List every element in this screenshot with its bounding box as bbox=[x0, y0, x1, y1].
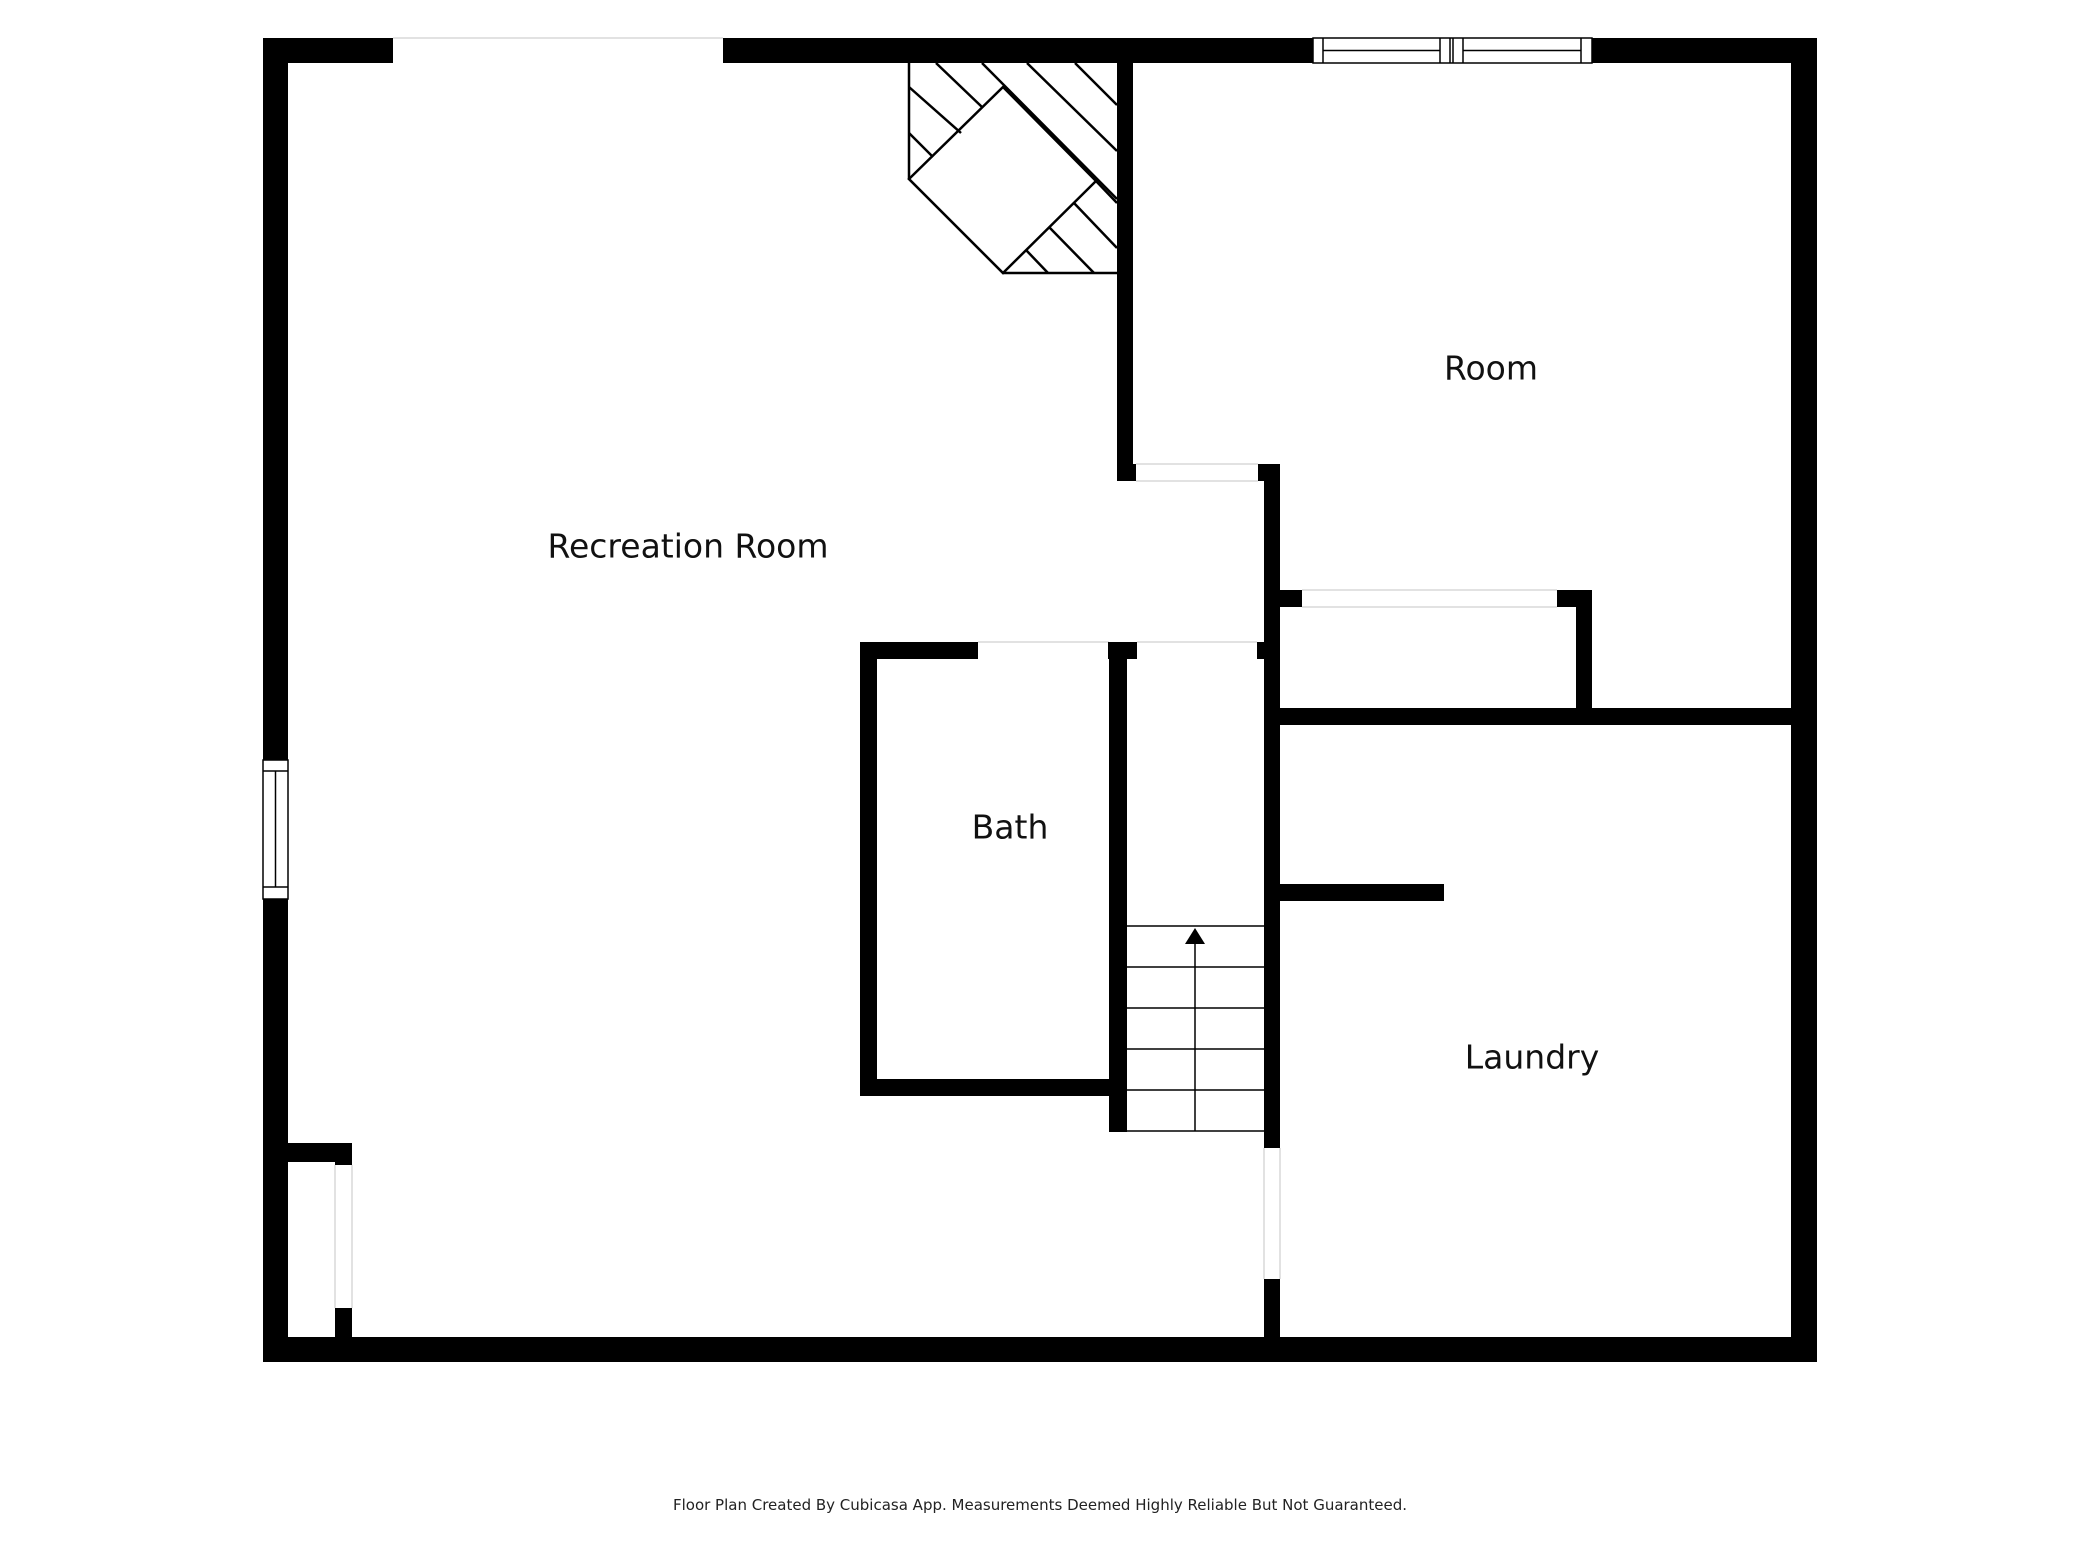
fireplace-hatch bbox=[1048, 226, 1095, 274]
wall-segment bbox=[860, 642, 877, 1096]
fireplace-hatch bbox=[981, 62, 1118, 200]
windows bbox=[262, 37, 1593, 900]
disclaimer-footer: Floor Plan Created By Cubicasa App. Meas… bbox=[672, 1496, 1408, 1514]
wall-segment bbox=[1264, 1279, 1280, 1337]
wall-segment bbox=[263, 1337, 1817, 1362]
room-label-laundry: Laundry bbox=[1464, 1037, 1600, 1077]
wall-segment bbox=[335, 1308, 352, 1337]
wall-segment bbox=[1109, 642, 1127, 1132]
wall-segment bbox=[1576, 590, 1592, 725]
fireplace-hatch bbox=[908, 132, 934, 158]
top-window bbox=[1312, 37, 1593, 64]
door-openings bbox=[334, 37, 1557, 1308]
staircase bbox=[1127, 925, 1264, 1132]
wall-segment bbox=[860, 642, 978, 659]
room-label-recreation-room: Recreation Room bbox=[547, 526, 829, 566]
wall-segment bbox=[1117, 464, 1136, 481]
fireplace-hatch bbox=[1074, 62, 1118, 106]
wall-segment bbox=[1117, 63, 1133, 481]
wall-segment bbox=[1280, 884, 1444, 901]
arrow-up-icon bbox=[1185, 928, 1205, 944]
wall-segment bbox=[1257, 642, 1264, 659]
fireplace-hatch bbox=[1025, 249, 1049, 274]
wall-segment bbox=[1264, 464, 1280, 1148]
wall-segment bbox=[335, 1143, 352, 1165]
walls bbox=[263, 38, 1817, 1362]
room-label-room: Room bbox=[1444, 348, 1538, 388]
left-window bbox=[262, 759, 289, 900]
wall-segment bbox=[723, 38, 1817, 63]
wall-segment bbox=[1280, 590, 1302, 607]
wall-segment bbox=[263, 899, 288, 1362]
wall-segment bbox=[263, 38, 288, 760]
fireplace-hatch bbox=[935, 62, 983, 108]
wall-segment bbox=[1791, 38, 1817, 1362]
fireplace bbox=[907, 62, 1118, 275]
wall-segment bbox=[1280, 708, 1791, 725]
fireplace-hatch bbox=[1073, 202, 1118, 249]
fireplace-hatch bbox=[908, 86, 962, 134]
fireplace-hatch bbox=[1026, 62, 1118, 152]
room-label-bath: Bath bbox=[971, 807, 1049, 847]
fireplace-hatch bbox=[1095, 180, 1118, 204]
wall-segment bbox=[860, 1079, 1127, 1096]
